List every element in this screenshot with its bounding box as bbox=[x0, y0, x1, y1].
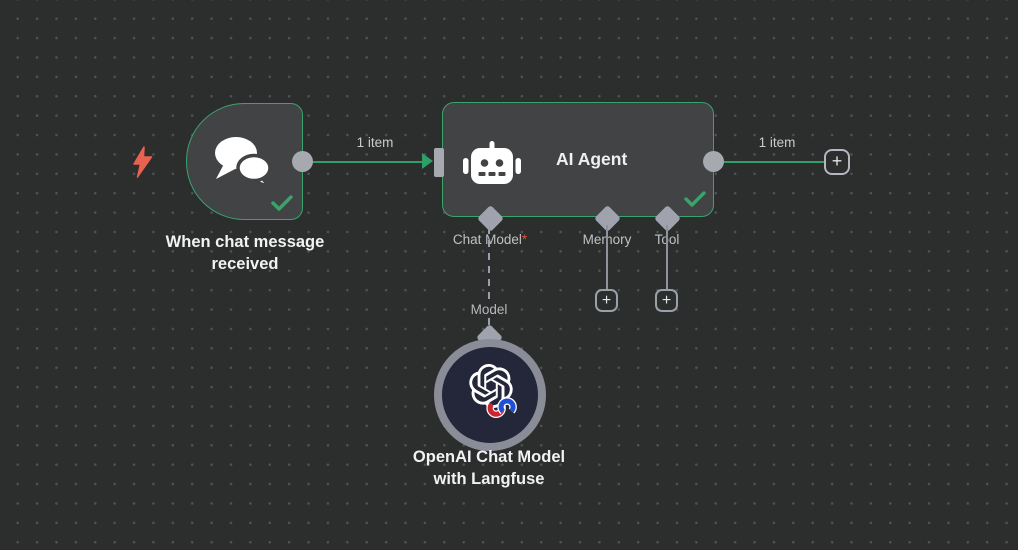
lightning-bolt-icon bbox=[132, 146, 154, 178]
model-node-label-line1: OpenAI Chat Model bbox=[412, 448, 566, 466]
ai-agent-node[interactable] bbox=[442, 102, 714, 217]
model-connection-label: Model bbox=[466, 302, 512, 317]
connection-arrowhead-icon bbox=[422, 153, 433, 169]
chat-bubbles-icon bbox=[213, 136, 273, 188]
chat-model-label-text: Chat Model bbox=[452, 232, 522, 247]
check-icon bbox=[271, 194, 293, 211]
trigger-node-label-line1: When chat message bbox=[165, 233, 325, 251]
openai-chat-model-node[interactable] bbox=[434, 339, 546, 451]
add-memory-button[interactable]: + bbox=[595, 289, 618, 312]
agent-output-connector[interactable] bbox=[703, 151, 724, 172]
add-tool-button[interactable]: + bbox=[655, 289, 678, 312]
model-node-label: OpenAI Chat Model with Langfuse bbox=[413, 446, 565, 490]
agent-input-connector[interactable] bbox=[434, 148, 444, 177]
agent-node-title: AI Agent bbox=[556, 149, 628, 169]
memory-stub-line bbox=[606, 225, 608, 291]
connection-trigger-to-agent[interactable] bbox=[310, 161, 424, 163]
required-marker: * bbox=[521, 232, 528, 247]
add-node-button[interactable]: + bbox=[824, 149, 850, 175]
chat-trigger-node[interactable] bbox=[186, 103, 303, 220]
openai-logo-icon bbox=[469, 364, 513, 408]
tool-stub-line bbox=[666, 225, 668, 291]
trigger-node-label-line2: received bbox=[211, 255, 279, 273]
robot-icon bbox=[463, 140, 521, 186]
trigger-output-connector[interactable] bbox=[292, 151, 313, 172]
model-node-label-line2: with Langfuse bbox=[433, 470, 545, 488]
chat-model-connector-label: Chat Model* bbox=[453, 232, 527, 247]
connection-items-label: 1 item bbox=[356, 135, 394, 150]
check-icon bbox=[684, 190, 706, 207]
trigger-node-label: When chat message received bbox=[166, 231, 325, 275]
connection-agent-output[interactable] bbox=[722, 161, 824, 163]
connection-items-label: 1 item bbox=[758, 135, 796, 150]
chat-model-connection[interactable] bbox=[488, 227, 490, 329]
langfuse-links-icon bbox=[486, 395, 518, 419]
